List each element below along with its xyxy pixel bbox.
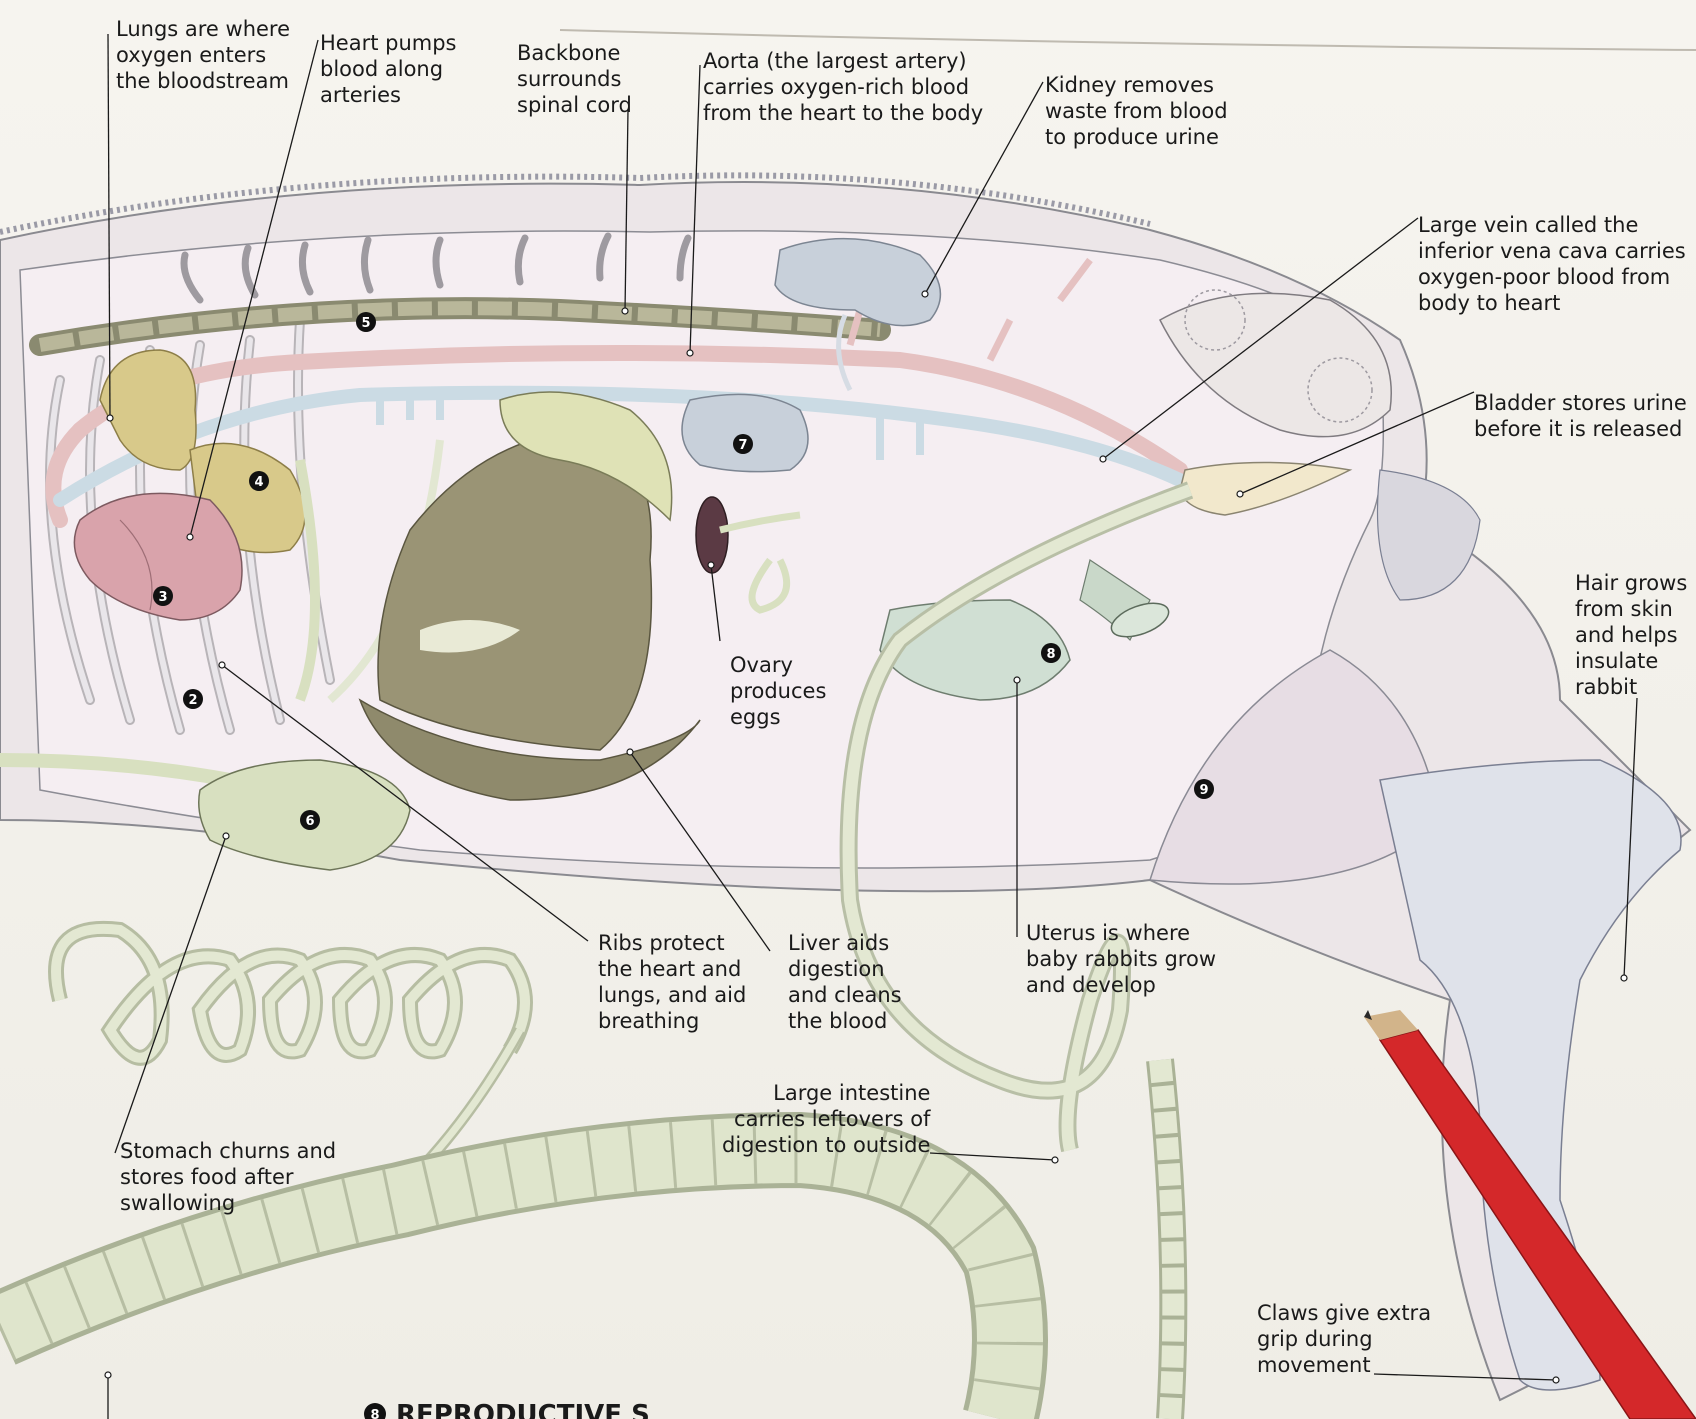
marker-8: 8 (1041, 643, 1061, 663)
label-ovary: Ovary produces eggs (730, 652, 826, 730)
svg-text:3: 3 (158, 590, 167, 605)
label-large-intestine: Large intestine carries leftovers of dig… (722, 1080, 930, 1158)
label-stomach: Stomach churns and stores food after swa… (120, 1138, 336, 1216)
label-backbone: Backbone surrounds spinal cord (517, 40, 632, 118)
svg-text:6: 6 (305, 814, 314, 829)
svg-text:8: 8 (1046, 647, 1055, 662)
label-claws: Claws give extra grip during movement (1257, 1300, 1431, 1378)
label-lungs: Lungs are where oxygen enters the bloods… (116, 16, 290, 94)
marker-6: 6 (300, 810, 320, 830)
label-ribs: Ribs protect the heart and lungs, and ai… (598, 930, 746, 1034)
label-vena-cava: Large vein called the inferior vena cava… (1418, 212, 1686, 316)
label-liver: Liver aids digestion and cleans the bloo… (788, 930, 902, 1034)
label-hair: Hair grows from skin and helps insulate … (1575, 570, 1687, 700)
page-edge (560, 30, 1696, 50)
svg-text:9: 9 (1199, 783, 1208, 798)
section-heading: REPRODUCTIVE S (360, 1400, 650, 1419)
svg-text:2: 2 (188, 693, 197, 708)
svg-text:7: 7 (738, 438, 747, 453)
marker-5: 5 (356, 312, 376, 332)
marker-4: 4 (249, 471, 269, 491)
svg-text:5: 5 (361, 316, 370, 331)
label-bladder: Bladder stores urine before it is releas… (1474, 390, 1687, 442)
marker-3: 3 (153, 586, 173, 606)
label-uterus: Uterus is where baby rabbits grow and de… (1026, 920, 1216, 998)
label-aorta: Aorta (the largest artery) carries oxyge… (703, 48, 983, 126)
marker-9: 9 (1194, 779, 1214, 799)
kidney-lower (682, 394, 808, 471)
label-heart: Heart pumps blood along arteries (320, 30, 457, 108)
svg-text:4: 4 (254, 475, 263, 490)
marker-7: 7 (733, 434, 753, 454)
marker-2: 2 (183, 689, 203, 709)
label-kidney: Kidney removes waste from blood to produ… (1045, 72, 1228, 150)
section-heading-text: REPRODUCTIVE S (396, 1400, 650, 1419)
